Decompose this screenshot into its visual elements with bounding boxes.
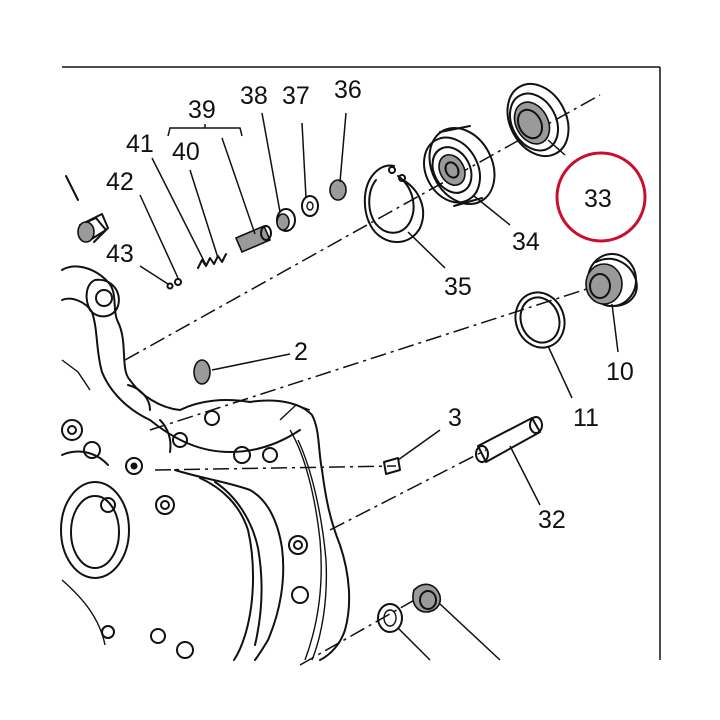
part-42-ball — [174, 278, 182, 286]
frame-border — [62, 66, 661, 660]
leader-lines — [139, 112, 619, 661]
label-2: 2 — [294, 338, 308, 366]
label-11: 11 — [573, 404, 599, 432]
label-3: 3 — [448, 404, 462, 432]
part-2-sleeve — [193, 359, 211, 385]
part-10-plug — [585, 253, 638, 307]
part-43-ball — [166, 282, 174, 290]
label-32: 32 — [538, 506, 566, 534]
part-3-pin — [383, 457, 401, 475]
part-35-circlip — [363, 164, 425, 243]
label-35: 35 — [444, 273, 472, 301]
label-10: 10 — [606, 358, 634, 386]
label-33: 33 — [584, 185, 612, 213]
label-37: 37 — [282, 82, 310, 110]
part-33-oil-seal — [506, 82, 570, 158]
label-36: 36 — [334, 76, 362, 104]
label-38: 38 — [240, 82, 268, 110]
part-36-nut — [329, 179, 347, 201]
part-32-dowel — [475, 416, 543, 463]
shaft-assembly — [166, 179, 347, 290]
label-34: 34 — [512, 228, 540, 256]
part-labels: 36 37 38 39 40 41 42 43 33 34 35 10 11 2… — [106, 76, 634, 534]
part-11-oring — [514, 291, 566, 349]
label-40: 40 — [172, 138, 200, 166]
highlight-circle — [555, 151, 647, 243]
bottom-fittings — [377, 583, 442, 633]
label-39: 39 — [188, 96, 216, 124]
crankcase-housing — [60, 265, 351, 661]
label-43: 43 — [106, 240, 134, 268]
part-34-bearing — [423, 125, 496, 207]
part-41-spring — [197, 253, 227, 269]
part-37-washer — [301, 195, 319, 217]
left-bushing — [65, 175, 109, 243]
label-42: 42 — [106, 168, 134, 196]
label-41: 41 — [126, 130, 154, 158]
